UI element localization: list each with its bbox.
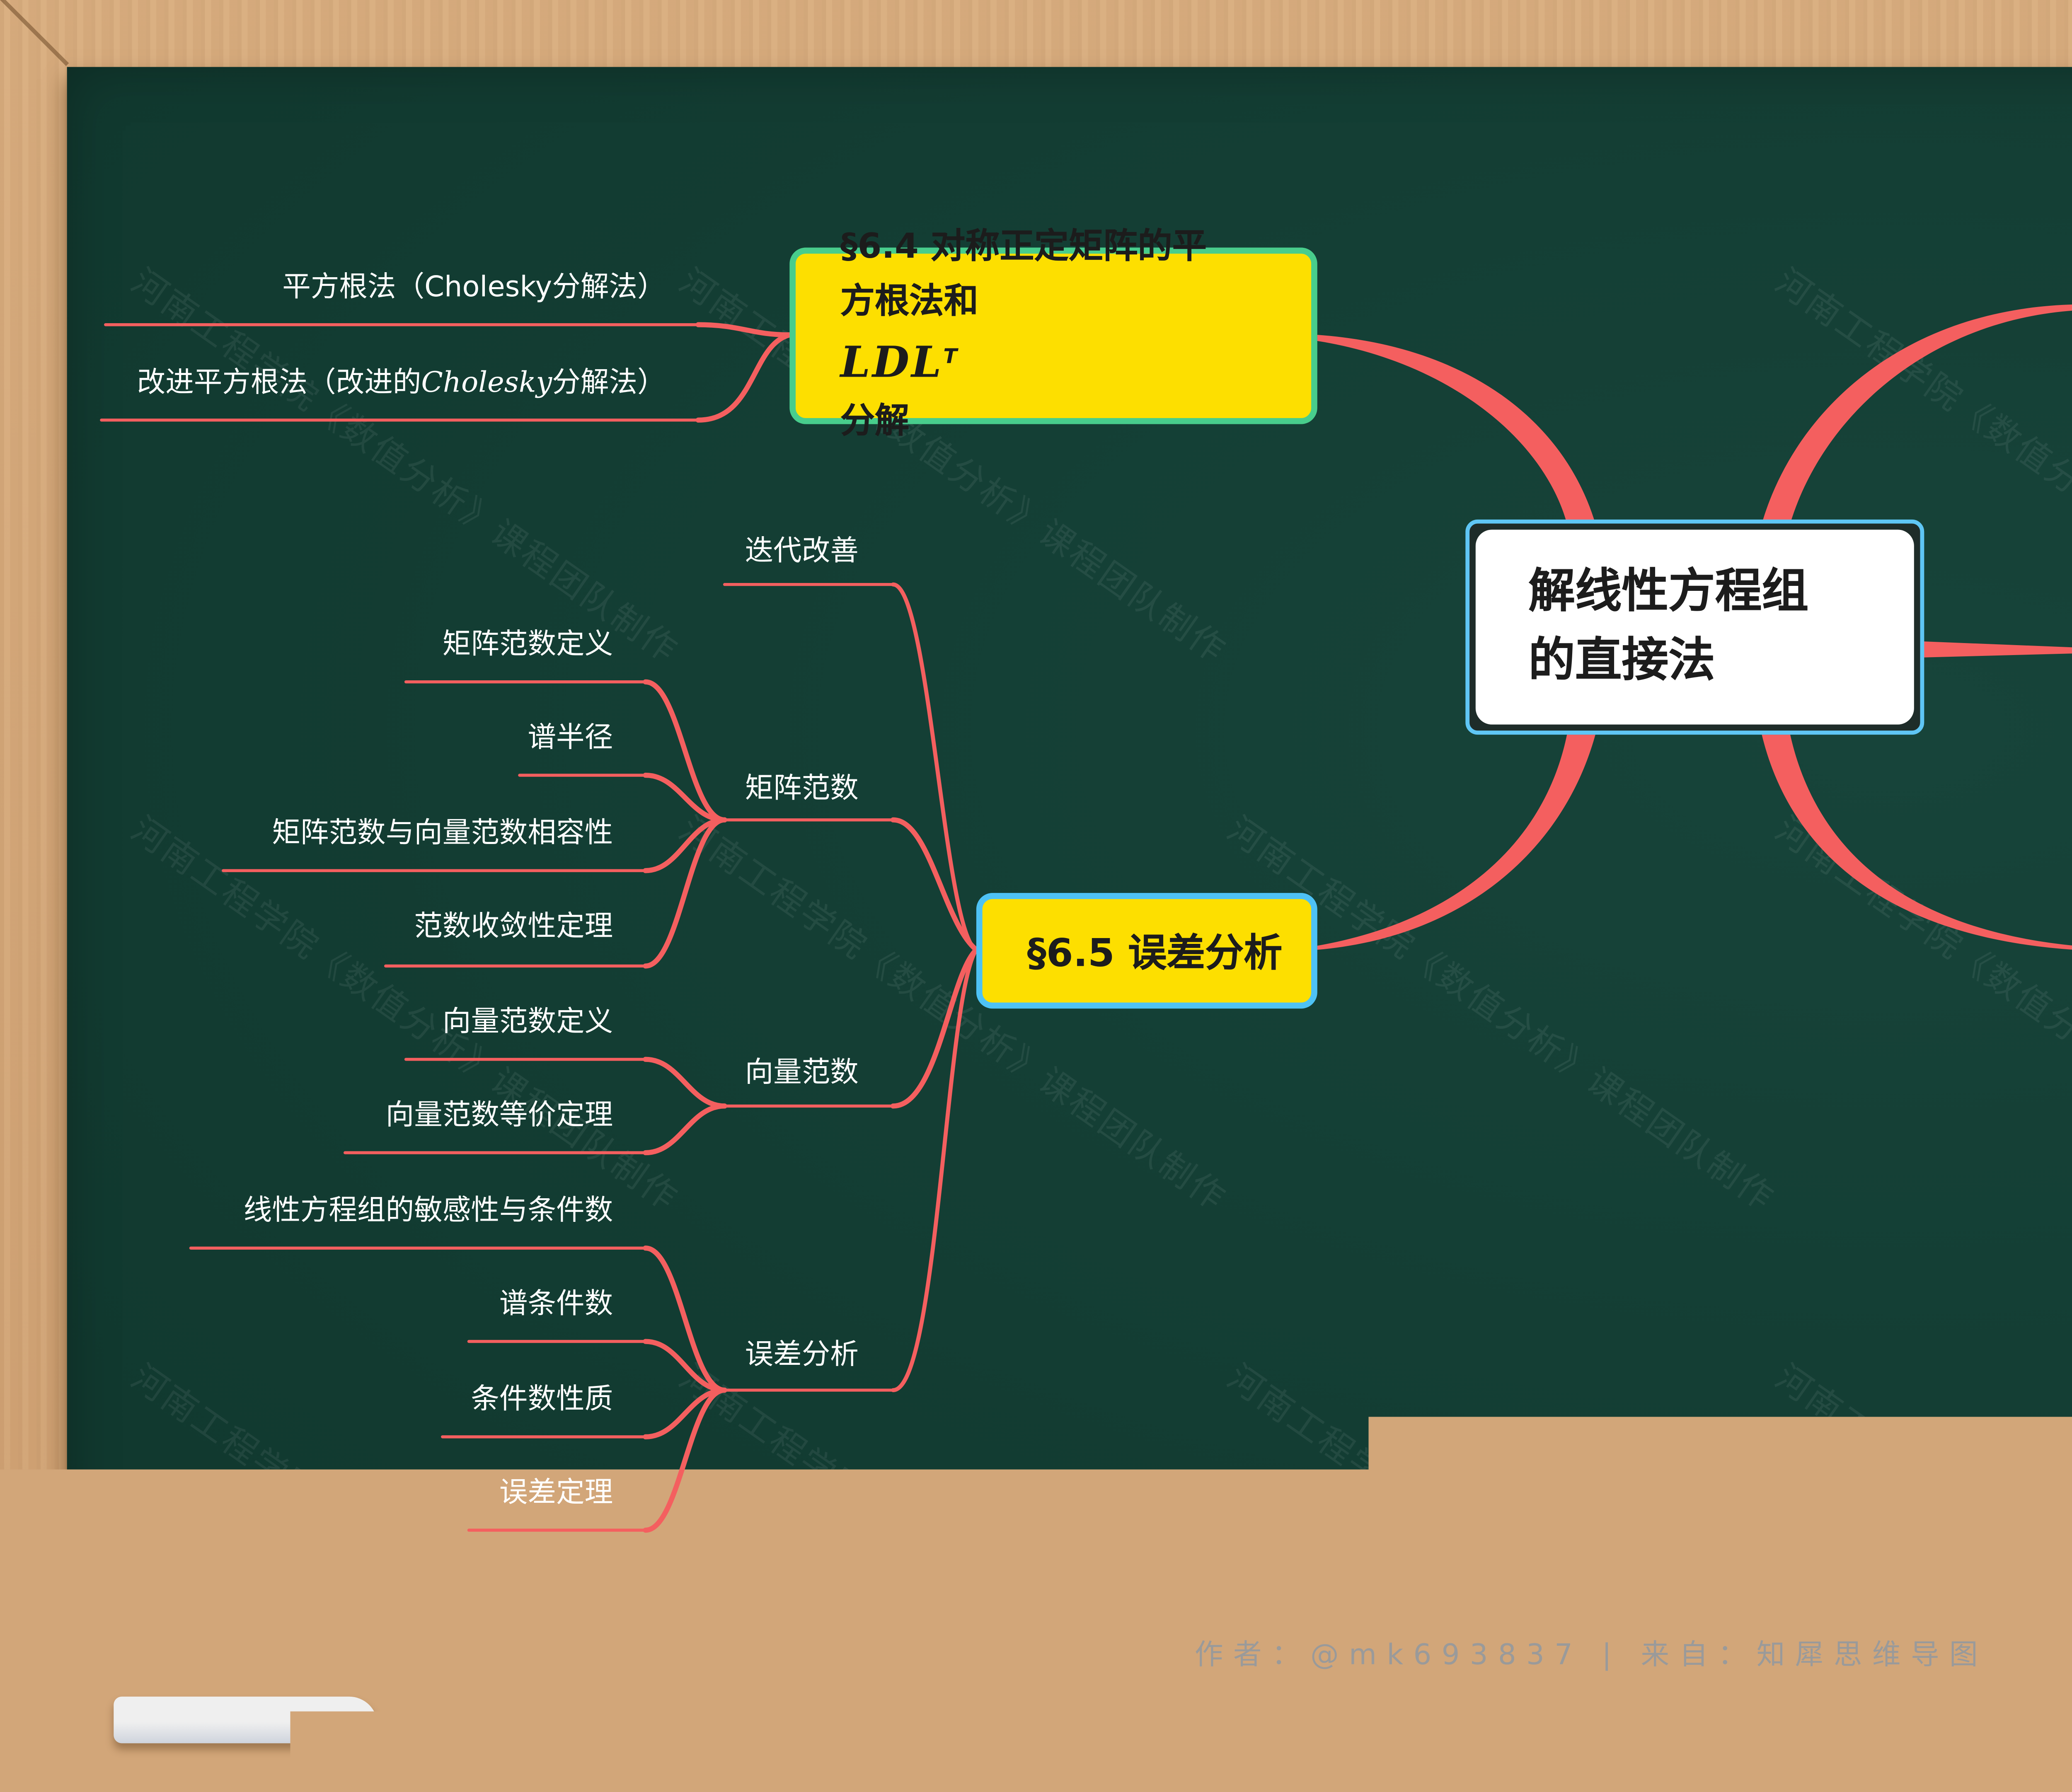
branch-center-to-6-5: [1317, 735, 1595, 950]
leaf-error-theorem[interactable]: 误差定理: [499, 1475, 613, 1512]
leaf-condition-number-properties[interactable]: 条件数性质: [471, 1382, 613, 1419]
leaf-6-4-2[interactable]: 改进平方根法（改进的Cholesky分解法）: [137, 365, 666, 402]
leaf-vector-norm-definition[interactable]: 向量范数定义: [443, 1005, 613, 1041]
link-6-4-child-2: [698, 335, 789, 420]
link-6-5-group-4: [893, 950, 976, 1390]
branch-center-to-6-1: [1762, 305, 2072, 524]
footer-credit: 作者：@mk693837 | 来自：知犀思维导图: [0, 1634, 2072, 1674]
topic-6-4-cholesky-ldlt[interactable]: §6.4 对称正定矩阵的平 方根法和LDLT分解: [789, 248, 1317, 424]
leaf-norm-compatibility[interactable]: 矩阵范数与向量范数相容性: [272, 816, 613, 852]
branch-center-to-6-3: [1762, 735, 2072, 950]
leaf-vector-norm-equivalence[interactable]: 向量范数等价定理: [386, 1098, 613, 1134]
leaf-norm-convergence-theorem[interactable]: 范数收敛性定理: [414, 909, 613, 946]
subtopic-vector-norm[interactable]: 向量范数: [745, 1051, 859, 1092]
leaf-matrix-norm-definition[interactable]: 矩阵范数定义: [443, 627, 613, 663]
branch-center-to-6-2: [1920, 641, 2072, 658]
topic-6-4-label-line1: §6.4 对称正定矩阵的平: [840, 222, 1207, 276]
leaf-6-4-2-suffix: 分解法）: [552, 368, 666, 400]
link-6-4-child-1: [698, 325, 789, 335]
central-topic[interactable]: 解线性方程组 的直接法: [1465, 520, 1924, 735]
topic-6-5-error-analysis[interactable]: §6.5 误差分析: [976, 893, 1317, 1008]
central-topic-line2: 的直接法: [1528, 627, 1808, 696]
leaf-6-4-1-text: 平方根法（Cholesky分解法）: [282, 272, 666, 304]
subtopic-error-analysis[interactable]: 误差分析: [745, 1333, 859, 1374]
subtopic-iterative-refinement[interactable]: 迭代改善: [745, 530, 859, 570]
link-6-5-group-2: [893, 820, 976, 950]
link-6-5-group-3: [893, 950, 976, 1106]
leaf-6-4-1[interactable]: 平方根法（Cholesky分解法）: [282, 270, 666, 306]
topic-6-4-label-line2: 方根法和LDLT分解: [840, 276, 1207, 450]
leaf-sensitivity-condition-number[interactable]: 线性方程组的敏感性与条件数: [244, 1193, 613, 1230]
leaf-6-4-2-math: Cholesky: [421, 368, 552, 400]
leaf-spectral-radius[interactable]: 谱半径: [528, 721, 613, 757]
topic-6-5-label: §6.5 误差分析: [1027, 924, 1282, 978]
link-6-5-group-1: [893, 585, 976, 950]
subtopic-matrix-norm[interactable]: 矩阵范数: [745, 767, 859, 808]
leaf-spectral-condition-number[interactable]: 谱条件数: [499, 1287, 613, 1323]
leaf-6-4-2-text: 改进平方根法（改进的: [137, 368, 421, 400]
branch-center-to-6-4: [1317, 335, 1595, 524]
chalk-piece-icon: [114, 1697, 378, 1744]
central-topic-line1: 解线性方程组: [1528, 558, 1808, 627]
